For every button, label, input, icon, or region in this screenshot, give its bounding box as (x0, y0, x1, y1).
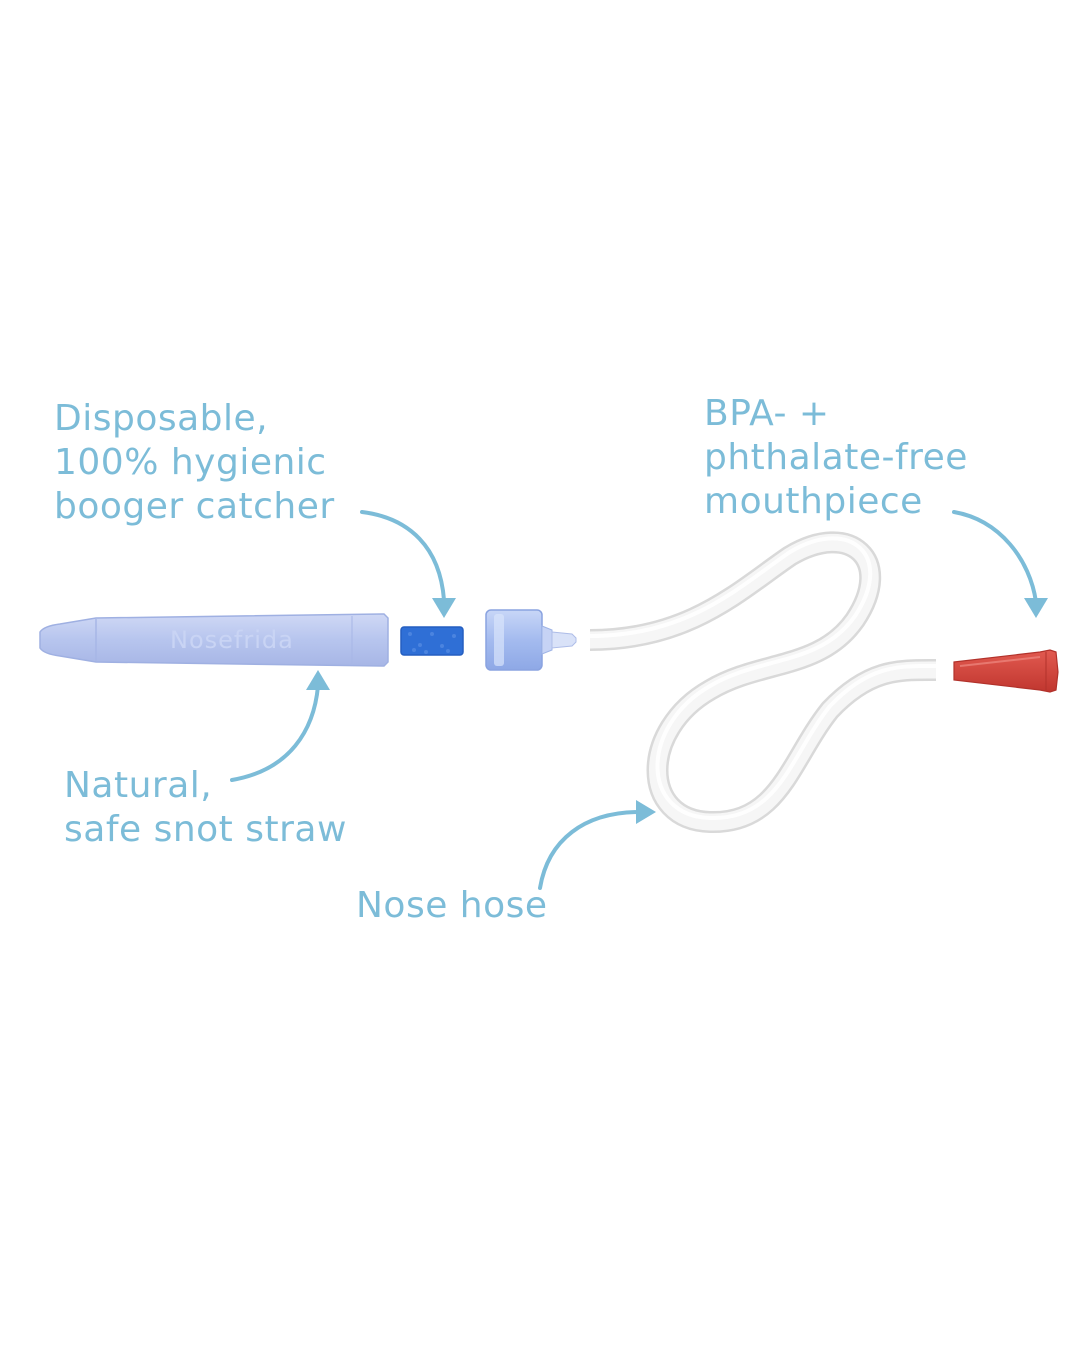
snot-straw-label: Natural, safe snot straw (64, 764, 347, 852)
connector-cap (485, 609, 577, 671)
snot-straw: Nosefrida (39, 613, 389, 667)
nose-hose-label-line: Nose hose (356, 885, 548, 926)
nose-hose-label: Nose hose (356, 884, 548, 928)
snot-straw-label-line: Natural, (64, 765, 213, 806)
booger-catcher-label-line: 100% hygienic (54, 442, 327, 483)
mouthpiece (953, 649, 1059, 693)
mouthpiece-label: BPA- + phthalate-free mouthpiece (704, 392, 968, 524)
straw-brand-text: Nosefrida (170, 626, 294, 654)
booger-catcher-label-line: booger catcher (54, 486, 335, 527)
mouthpiece-label-line: phthalate-free (704, 437, 968, 478)
snot-straw-label-line: safe snot straw (64, 809, 347, 850)
mouthpiece-label-line: mouthpiece (704, 481, 923, 522)
nose-hose (589, 531, 937, 834)
booger-catcher-filter (400, 626, 464, 656)
booger-catcher-label: Disposable, 100% hygienic booger catcher (54, 397, 335, 529)
booger-catcher-label-line: Disposable, (54, 398, 269, 439)
arrow-icon (230, 510, 1038, 890)
mouthpiece-label-line: BPA- + (704, 393, 830, 434)
arrow-icon (306, 598, 1048, 824)
